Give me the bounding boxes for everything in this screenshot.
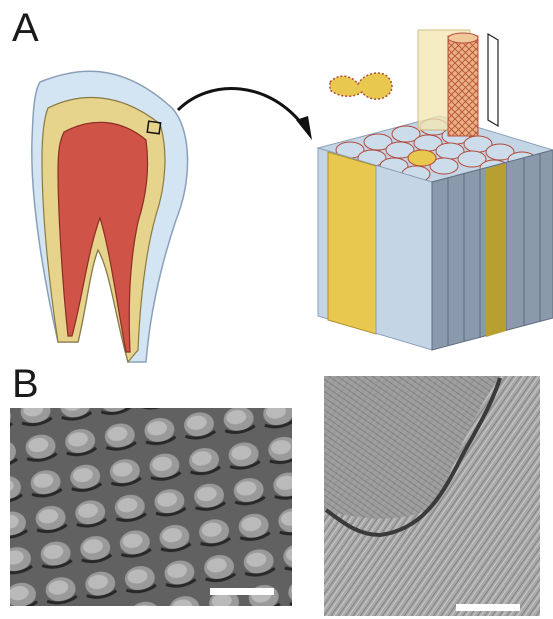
rod-cross-section (330, 73, 392, 99)
crystallite-rod (448, 36, 478, 136)
tem-micrograph (324, 376, 540, 616)
sem-scale-bar (210, 588, 274, 595)
tem-scale-bar (456, 604, 520, 611)
highlighted-rod (408, 150, 436, 166)
zoom-arrow (178, 89, 305, 128)
zoom-arrow-head (296, 116, 312, 140)
cut-plane (488, 34, 498, 126)
tooth-diagram (32, 71, 188, 362)
yellow-rod-front (328, 152, 376, 334)
yellow-rod-side (486, 163, 506, 337)
enamel-rod-block (318, 30, 553, 350)
sem-micrograph (10, 408, 292, 606)
